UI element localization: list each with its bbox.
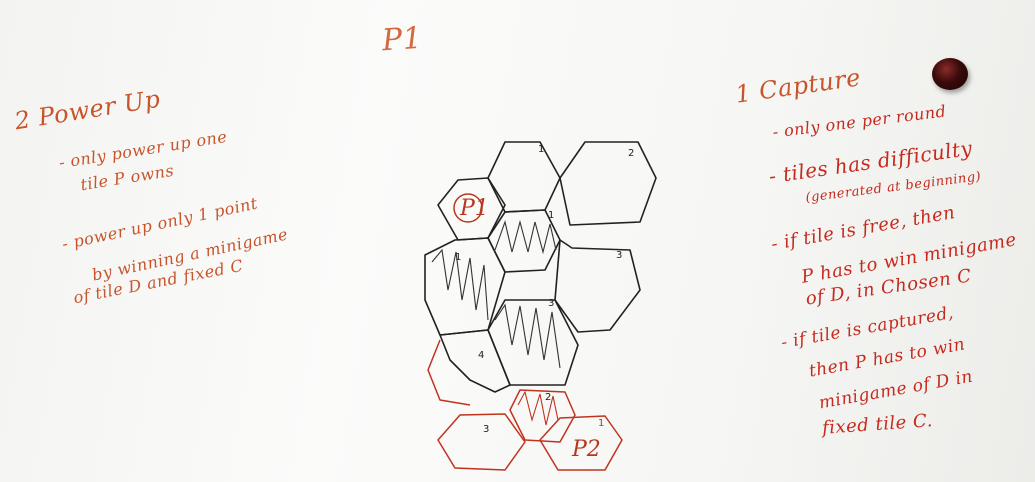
hex-tile	[487, 141, 561, 213]
hex-tile	[559, 141, 657, 226]
tile-number: 3	[548, 298, 554, 309]
hex-tile	[437, 413, 526, 471]
hatch-mark	[494, 219, 557, 255]
tile-number: 2	[545, 392, 551, 403]
hex-tile	[539, 415, 623, 471]
tile-number: 3	[616, 250, 622, 261]
tile-number: 1	[455, 252, 461, 263]
black-hex-tiles	[424, 141, 657, 393]
tile-number: 4	[478, 350, 484, 361]
hex-tile	[427, 339, 471, 406]
p2-label: P2	[571, 437, 601, 462]
red-hex-tiles	[427, 339, 623, 471]
hex-tile	[554, 239, 641, 333]
tile-number: 2	[628, 148, 634, 159]
tile-number: 1	[598, 418, 604, 429]
hex-tile	[424, 237, 506, 336]
tile-number: 1	[538, 144, 544, 155]
tile-number: 1	[548, 210, 554, 221]
hatch-mark	[494, 303, 561, 369]
p1-label: P1	[459, 196, 489, 221]
tile-number: 3	[483, 424, 489, 435]
hatch-mark	[431, 248, 489, 321]
hex-tile	[509, 389, 576, 443]
hatch-mark	[517, 390, 559, 426]
red-hatching	[517, 390, 559, 426]
magnet	[932, 58, 968, 90]
hatching	[431, 219, 561, 369]
p1-circle	[453, 193, 483, 223]
hex-tile	[439, 329, 511, 393]
